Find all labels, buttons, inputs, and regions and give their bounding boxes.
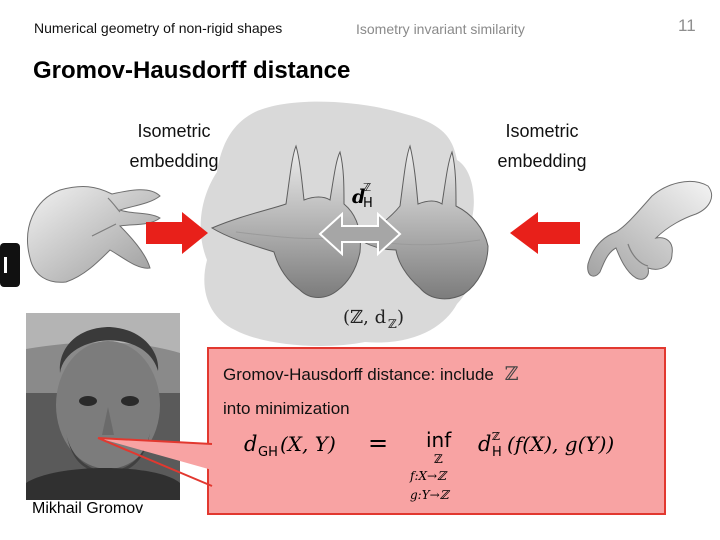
formula-rhs-sup: ℤ — [492, 430, 500, 443]
embedding-label-right: Isometric embedding — [480, 116, 604, 176]
header-subtopic: Isometry invariant similarity — [356, 21, 525, 37]
double-arrow-icon — [318, 211, 402, 257]
metric-space-close: ) — [397, 307, 404, 328]
hand-shape-icon-left — [27, 186, 161, 283]
formula-lhs-sub: GH — [258, 445, 278, 460]
formula-rhs-sub: H — [492, 445, 502, 460]
formula-rhs-d: d — [478, 432, 491, 456]
slide-number: 11 — [678, 16, 696, 35]
side-tab-icon — [0, 243, 20, 287]
metric-symbol: d — [352, 186, 365, 208]
slide-title: Gromov-Hausdorff distance — [33, 57, 351, 84]
formula-inf-sub-3: g:Y→ℤ — [410, 488, 451, 502]
formula-inf: inf — [426, 428, 452, 452]
hand-shape-icon-right — [587, 180, 712, 280]
embedding-label-right-line1: Isometric — [505, 121, 579, 141]
formula-rhs-args: (f(X), g(Y)) — [507, 432, 614, 456]
embedding-label-right-line2: embedding — [497, 151, 587, 171]
header-topic: Numerical geometry of non-rigid shapes — [34, 20, 283, 36]
callout-symbol-z: ℤ — [504, 363, 519, 385]
callout-box — [207, 347, 666, 515]
gh-distance-formula: d GH (X, Y) = inf ℤ f:X→ℤ g:Y→ℤ d H ℤ (f… — [244, 428, 614, 502]
embedding-label-left: Isometric embedding — [112, 116, 236, 176]
portrait-photo — [26, 313, 180, 518]
embedding-label-left-line1: Isometric — [137, 121, 211, 141]
portrait-caption: Mikhail Gromov — [26, 500, 180, 520]
red-arrow-left — [146, 212, 208, 254]
red-arrow-right — [510, 212, 580, 254]
callout-text: Gromov-Hausdorff distance: include — [223, 365, 494, 384]
callout-text-line2: into minimization — [223, 399, 350, 418]
formula-inf-sub-2: f:X→ℤ — [409, 469, 448, 483]
formula-equals: = — [368, 429, 388, 457]
formula-lhs-args: (X, Y) — [280, 432, 336, 456]
metric-space-label: (ℤ, d — [343, 307, 386, 328]
embedding-label-left-line2: embedding — [129, 151, 219, 171]
metric-symbol-sup: ℤ — [363, 181, 371, 194]
formula-lhs-d: d — [244, 432, 257, 456]
metric-symbol-sub: H — [363, 196, 373, 211]
callout-text-line1: Gromov-Hausdorff distance: include ℤ — [223, 363, 518, 385]
formula-inf-sub-1: ℤ — [434, 452, 443, 466]
embedded-shapes-icon — [210, 144, 489, 300]
metric-space-sub: ℤ — [388, 317, 397, 331]
